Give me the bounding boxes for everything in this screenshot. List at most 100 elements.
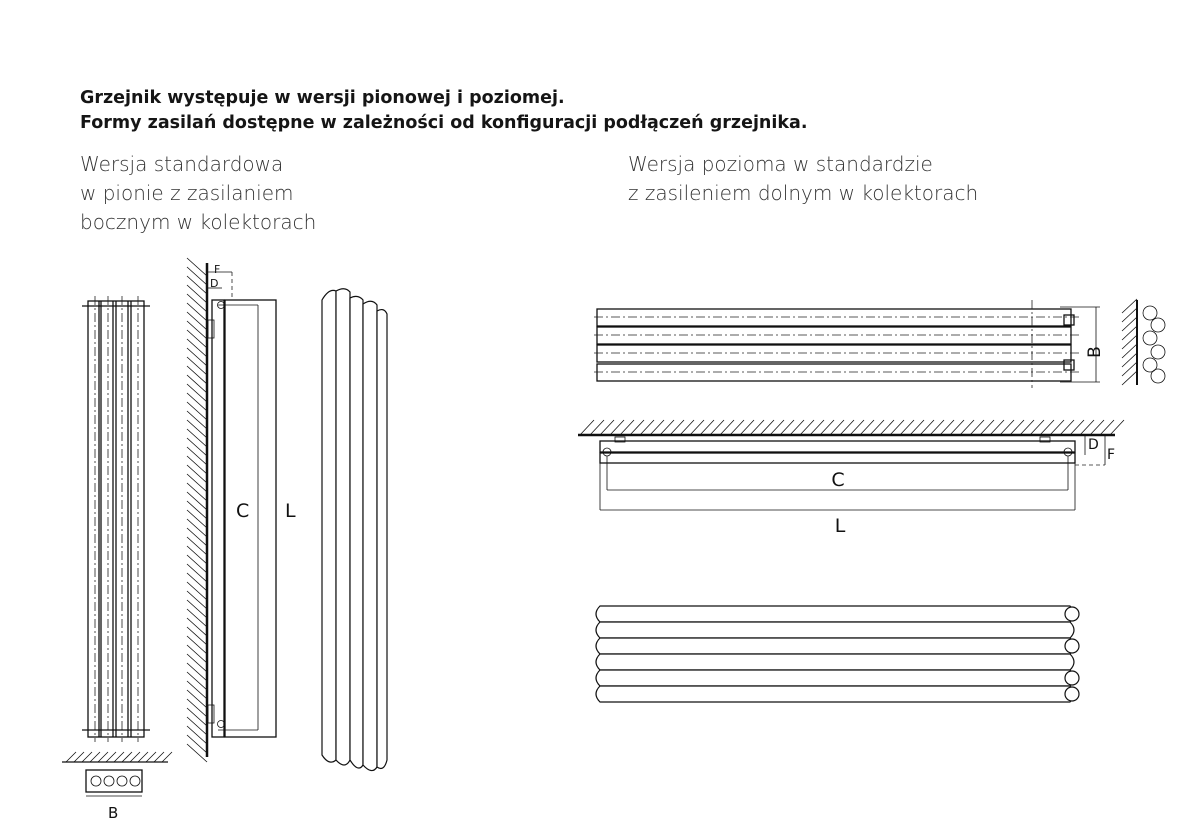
hatch-line (186, 302, 208, 322)
hatch-line (1121, 307, 1138, 323)
hatch-line (137, 751, 149, 763)
hatch-line (186, 662, 208, 682)
horizontal-front-view: B (594, 298, 1166, 388)
hatch-line (1121, 325, 1138, 341)
vertical-side-view: F D C L (186, 257, 296, 763)
hatch-line (1009, 419, 1025, 436)
hatch-line (186, 383, 208, 403)
hatch-line (186, 320, 208, 340)
horizontal-version-caption: Wersja pozioma w standardzie z zasilenie… (628, 150, 978, 208)
hatch-line (1029, 419, 1045, 436)
hatch-line (186, 419, 208, 439)
hatch-line (989, 419, 1005, 436)
hatch-line (929, 419, 945, 436)
hatch-line (186, 410, 208, 430)
hatch-line (145, 751, 157, 763)
hatch-line (679, 419, 695, 436)
caption-line: Wersja standardowa (80, 152, 284, 176)
hatch-line (186, 482, 208, 502)
dimension-label-b: B (108, 804, 118, 822)
dimension-label-l: L (835, 515, 846, 537)
hatch-line (859, 419, 875, 436)
hatch-line (1121, 361, 1138, 377)
hatch-line (1121, 298, 1138, 314)
dimension-label-c: C (236, 500, 249, 522)
hatch-line (186, 554, 208, 574)
horizontal-perspective-view (595, 605, 1080, 703)
hatch-line (799, 419, 815, 436)
hatch-line (889, 419, 905, 436)
hatch-line (186, 365, 208, 385)
hatch-line (1089, 419, 1105, 436)
vertical-perspective-view (321, 288, 388, 772)
hatch-line (919, 419, 935, 436)
dimension-label-f: F (214, 263, 220, 276)
hatch-line (65, 751, 77, 763)
hatch-line (1121, 343, 1138, 359)
hatch-line (1121, 316, 1138, 332)
hatch-line (186, 491, 208, 511)
hatch-line (186, 257, 208, 277)
hatch-line (186, 275, 208, 295)
hatch-line (719, 419, 735, 436)
hatch-line (186, 626, 208, 646)
hatch-line (759, 419, 775, 436)
hatch-line (186, 590, 208, 610)
hatch-line (186, 518, 208, 538)
hatch-line (186, 428, 208, 448)
hatch-line (709, 419, 725, 436)
hatch-line (779, 419, 795, 436)
vertical-front-view: B (62, 296, 173, 822)
hatch-line (1121, 334, 1138, 350)
hatch-line (619, 419, 635, 436)
hatch-line (186, 644, 208, 664)
hatch-line (186, 401, 208, 421)
hatch-line (186, 356, 208, 376)
hatch-line (599, 419, 615, 436)
hatch-line (105, 751, 117, 763)
hatch-line (186, 563, 208, 583)
hatch-line (186, 689, 208, 709)
hatch-line (186, 527, 208, 547)
hatch-line (669, 419, 685, 436)
hatch-line (186, 581, 208, 601)
hatch-line (186, 284, 208, 304)
caption-line: w pionie z zasilaniem (80, 181, 294, 205)
hatch-line (186, 680, 208, 700)
dimension-label-l: L (285, 500, 296, 522)
dimension-label-d: D (1088, 437, 1099, 453)
vertical-version-caption: Wersja standardowa w pionie z zasilaniem… (80, 150, 316, 237)
hatch-line (129, 751, 141, 763)
hatch-line (1059, 419, 1075, 436)
hatch-line (186, 374, 208, 394)
hatch-line (186, 455, 208, 475)
hatch-line (186, 572, 208, 592)
hatch-line (161, 751, 173, 763)
hatch-line (899, 419, 915, 436)
hatch-line (909, 419, 925, 436)
hatch-line (769, 419, 785, 436)
hatch-line (1109, 419, 1125, 436)
hatch-line (639, 419, 655, 436)
hatch-line (869, 419, 885, 436)
hatch-line (186, 500, 208, 520)
hatch-line (186, 293, 208, 313)
caption-line: z zasileniem dolnym w kolektorach (628, 181, 979, 205)
hatch-line (589, 419, 605, 436)
hatch-line (809, 419, 825, 436)
hatch-line (186, 509, 208, 529)
hatch-line (1039, 419, 1055, 436)
hatch-line (186, 338, 208, 358)
hatch-line (629, 419, 645, 436)
hatch-line (186, 266, 208, 286)
hatch-line (186, 329, 208, 349)
hatch-line (186, 347, 208, 367)
hatch-line (729, 419, 745, 436)
hatch-line (749, 419, 765, 436)
hatch-line (121, 751, 133, 763)
hatch-line (186, 545, 208, 565)
hatch-line (186, 536, 208, 556)
hatch-line (879, 419, 895, 436)
dimension-label-b: B (1085, 346, 1105, 358)
